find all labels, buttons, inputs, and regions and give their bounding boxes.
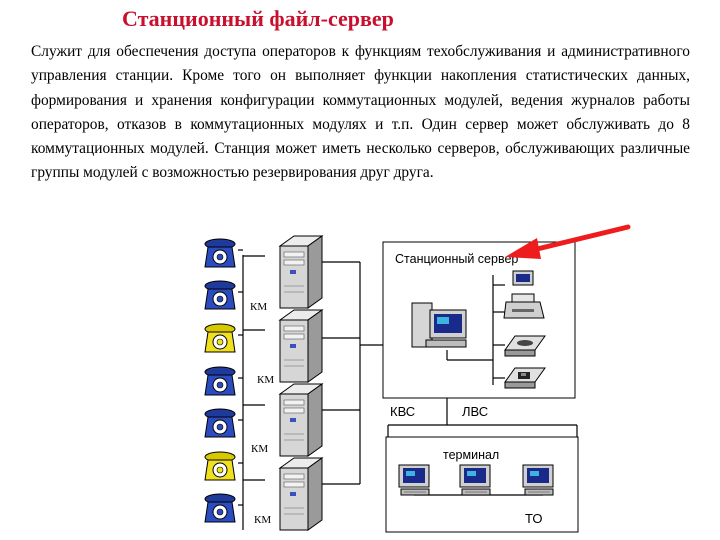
terminal-icon — [522, 464, 554, 496]
red-arrow-icon — [505, 224, 631, 259]
switching-module-icon — [279, 235, 323, 309]
km-label: КМ — [250, 301, 267, 313]
switching-module-icon — [279, 457, 323, 531]
printer-icon — [503, 293, 545, 319]
monitor-icon — [512, 270, 534, 286]
terminal-icon — [398, 464, 430, 496]
telephone-icon — [204, 238, 236, 268]
telephone-icon — [204, 408, 236, 438]
km-label: КМ — [257, 374, 274, 386]
disk-drive-icon — [504, 335, 546, 357]
telephone-icon — [204, 366, 236, 396]
switching-module-icon — [279, 309, 323, 383]
to-label: ТО — [525, 511, 542, 526]
description-paragraph: Служит для обеспечения доступа операторо… — [31, 43, 690, 182]
floppy-drive-icon — [504, 367, 546, 389]
km-label: КМ — [251, 443, 268, 455]
terminal-icon — [459, 464, 491, 496]
switching-module-icon — [279, 383, 323, 457]
page-title: Станционный файл-сервер — [122, 6, 394, 31]
telephone-icon — [204, 280, 236, 310]
terminal-label: терминал — [443, 448, 499, 462]
server-computer-icon — [411, 302, 467, 348]
telephone-icon — [204, 323, 236, 353]
kvs-label: КВС — [390, 404, 415, 419]
telephone-icon — [204, 493, 236, 523]
lvs-label: ЛВС — [462, 404, 488, 419]
telephone-icon — [204, 451, 236, 481]
station-server-label: Станционный сервер — [395, 252, 518, 266]
km-label: КМ — [254, 514, 271, 526]
